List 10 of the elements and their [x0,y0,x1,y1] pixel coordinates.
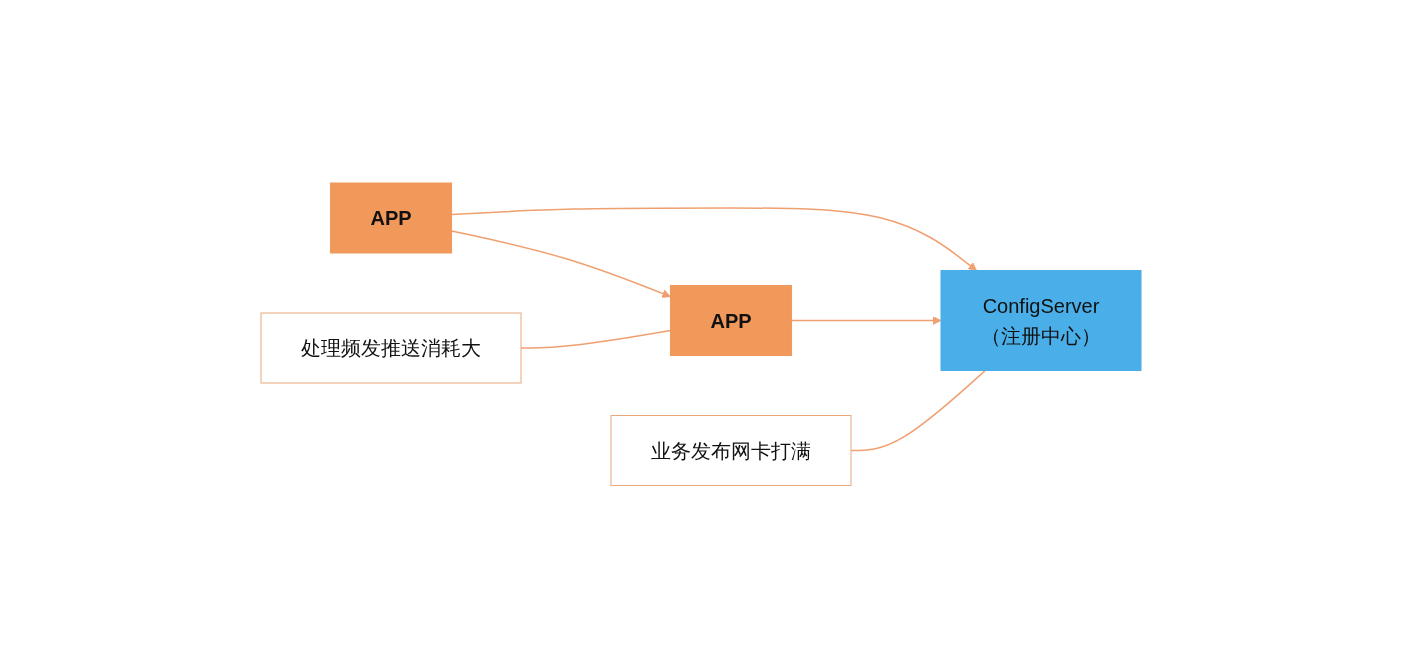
connector [519,329,671,349]
node-box: ConfigServer （注册中心） [940,269,1141,371]
node-box: APP [669,284,792,356]
arrow [450,230,671,298]
arrow [790,315,941,325]
arrow [450,207,977,271]
connector [849,369,986,451]
node-box: APP [329,182,452,254]
node-box: 处理频发推送消耗大 [260,312,521,384]
node-box: 业务发布网卡打满 [610,414,851,486]
